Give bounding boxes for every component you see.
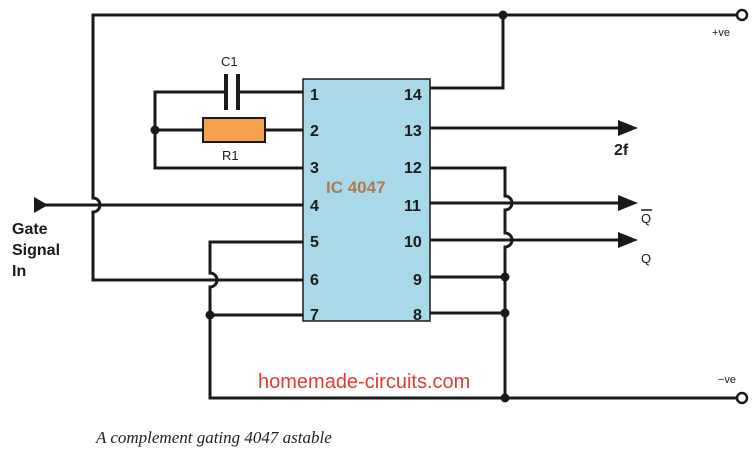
pin-6: 6 <box>310 272 319 289</box>
capacitor-label: C1 <box>221 54 238 69</box>
watermark: homemade-circuits.com <box>258 371 471 393</box>
ic-body <box>302 78 431 322</box>
resistor-label: R1 <box>222 148 239 163</box>
pin-7: 7 <box>310 307 319 324</box>
junction-pin7 <box>205 310 215 320</box>
label-2f: 2f <box>614 142 629 159</box>
pin-8: 8 <box>413 307 422 324</box>
pin-11: 11 <box>404 198 421 215</box>
pin-14: 14 <box>404 87 422 104</box>
label-vplus: +ve <box>712 27 730 39</box>
label-qbar: Q <box>641 211 651 226</box>
gate-label-line3: In <box>12 263 26 280</box>
ic-label: IC 4047 <box>326 178 386 197</box>
figure-caption: A complement gating 4047 astable <box>96 428 332 447</box>
pin-5: 5 <box>310 234 319 251</box>
junction-pin8 <box>500 308 510 318</box>
label-vminus: −ve <box>718 374 736 386</box>
wire-pin14-vdd <box>428 13 505 90</box>
pin-3: 3 <box>310 160 319 177</box>
wire-pin12-ground <box>428 166 514 400</box>
arrow-out-2f <box>618 120 638 136</box>
wire-pin5-ground <box>208 240 742 400</box>
gate-input-arrow <box>34 197 48 213</box>
wire-left-vertical <box>91 13 305 282</box>
pin-1: 1 <box>310 87 319 104</box>
resistor-body <box>202 117 266 143</box>
terminal-vminus <box>735 391 749 405</box>
arrow-out-qbar <box>618 195 638 211</box>
label-q: Q <box>641 251 651 266</box>
arrow-out-q <box>618 232 638 248</box>
pin-4: 4 <box>310 198 319 215</box>
pin-10: 10 <box>404 234 422 251</box>
pin-12: 12 <box>404 160 422 177</box>
gate-label-line1: Gate <box>12 221 48 238</box>
pin-13: 13 <box>404 123 422 140</box>
gate-label-line2: Signal <box>12 242 60 259</box>
junction-pin9 <box>500 272 510 282</box>
pin-2: 2 <box>310 123 319 140</box>
pin-9: 9 <box>413 272 422 289</box>
terminal-vplus <box>735 8 749 22</box>
junction-rc <box>150 125 160 135</box>
